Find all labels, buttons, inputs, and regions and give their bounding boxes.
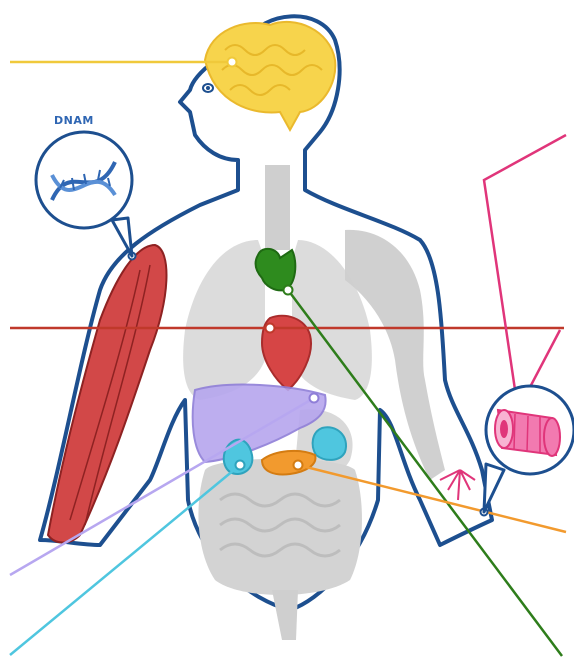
colon-tail: [272, 590, 298, 640]
dna-badge-label: DNAM: [54, 114, 94, 127]
dna-bubble-pointer: [112, 218, 132, 256]
vessel-bubble-pointer: [484, 464, 504, 512]
dot-thyroid: [284, 286, 293, 295]
dot-heart: [266, 324, 275, 333]
right-kidney: [313, 427, 346, 460]
dna-bubble: [36, 132, 132, 228]
trachea: [265, 165, 290, 250]
dot-pancreas: [294, 461, 303, 470]
leader-vessel: [484, 135, 566, 410]
dot-liver: [310, 394, 319, 403]
dot-brain: [228, 58, 237, 67]
pupil: [206, 86, 210, 90]
blood-vessel-icon: [495, 410, 560, 456]
dot-kidney: [236, 461, 245, 470]
